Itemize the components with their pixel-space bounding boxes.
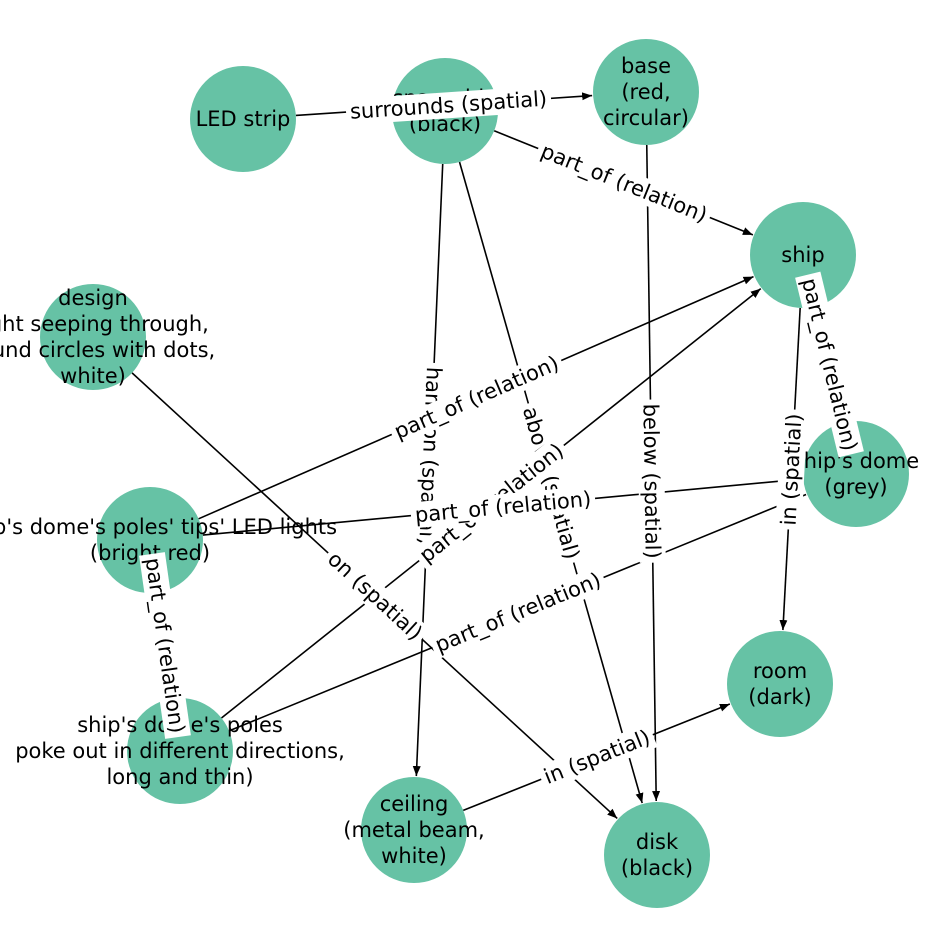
node-label-line: ship bbox=[781, 243, 824, 267]
node-circle bbox=[97, 487, 203, 593]
edge-label-text: in (spatial) bbox=[540, 725, 653, 789]
node-label-line: white) bbox=[60, 364, 126, 388]
node-label-line: (black) bbox=[621, 856, 693, 880]
node-circle bbox=[190, 66, 296, 172]
node-label-line: circular) bbox=[603, 106, 689, 130]
node-ceiling: ceiling(metal beam,white) bbox=[343, 777, 485, 883]
node-circle bbox=[40, 284, 146, 390]
node-label-line: (grey) bbox=[824, 475, 887, 499]
node-label-line: poke out in different directions, bbox=[15, 739, 345, 763]
node-circle bbox=[750, 202, 856, 308]
node-circle bbox=[361, 777, 467, 883]
node-label-line: ceiling bbox=[380, 792, 449, 816]
node-led: LED strip bbox=[190, 66, 296, 172]
edge-label-bg bbox=[386, 348, 567, 447]
edge-label-bg bbox=[795, 271, 864, 458]
node-label-line: disk bbox=[636, 830, 679, 854]
edge-label-text: part_of (relation) bbox=[140, 556, 190, 735]
edge-label-spaceship-ship: part_of (relation) bbox=[533, 136, 715, 230]
node-base: base(red,circular) bbox=[593, 39, 699, 145]
node-label-line: ship's dome's poles' tips' LED lights bbox=[0, 515, 337, 539]
edge-label-text: part_of (relation) bbox=[537, 139, 710, 228]
node-ship: ship bbox=[750, 202, 856, 308]
node-label-line: LED strip bbox=[196, 107, 291, 131]
node-circle bbox=[803, 421, 909, 527]
edge-label-bg bbox=[345, 85, 552, 126]
edge-label-text: part_of (relation) bbox=[432, 568, 605, 658]
edge-label-bg bbox=[427, 565, 609, 660]
node-label-line: (metal beam, bbox=[343, 818, 484, 842]
node-circle bbox=[593, 39, 699, 145]
edge-label-ceiling-room: in (spatial) bbox=[536, 722, 658, 792]
node-label-line: design bbox=[58, 286, 128, 310]
node-circle bbox=[127, 698, 233, 804]
node-circle bbox=[727, 631, 833, 737]
edge-label-ship-room: in (spatial) bbox=[775, 408, 808, 531]
edge-label-text: in (spatial) bbox=[777, 413, 807, 526]
node-label-line: round circles with dots, bbox=[0, 338, 215, 362]
node-room: room(dark) bbox=[727, 631, 833, 737]
node-label-line: light seeping through, bbox=[0, 312, 209, 336]
node-label-line: white) bbox=[381, 844, 447, 868]
edge-label-bg bbox=[637, 399, 666, 563]
edge-label-bg bbox=[536, 722, 658, 792]
edge-label-base-disk: below (spatial) bbox=[637, 399, 666, 563]
edge-label-bg bbox=[409, 485, 597, 529]
node-tips: ship's dome's poles' tips' LED lights(br… bbox=[0, 487, 337, 593]
edge-label-bg bbox=[515, 399, 587, 567]
node-label-line: long and thin) bbox=[106, 765, 253, 789]
edge-label-poles-dome: part_of (relation) bbox=[427, 565, 609, 660]
edge-label-text: on (spatial) bbox=[323, 547, 427, 645]
node-label-line: (dark) bbox=[748, 685, 811, 709]
node-label-line: base bbox=[621, 54, 671, 78]
edge-label-bg bbox=[319, 543, 431, 649]
edge-label-bg bbox=[533, 136, 715, 230]
node-label-line: room bbox=[753, 659, 807, 683]
node-dome: ship's dome(grey) bbox=[793, 421, 919, 527]
edge-label-bg bbox=[775, 408, 808, 531]
edge-label-bg bbox=[139, 552, 191, 739]
node-label-line: (red, bbox=[621, 80, 670, 104]
edge-label-design-disk: on (spatial) bbox=[319, 543, 431, 649]
node-disk: disk(black) bbox=[604, 802, 710, 908]
edge-label-text: below (spatial) bbox=[638, 403, 664, 558]
node-circle bbox=[604, 802, 710, 908]
